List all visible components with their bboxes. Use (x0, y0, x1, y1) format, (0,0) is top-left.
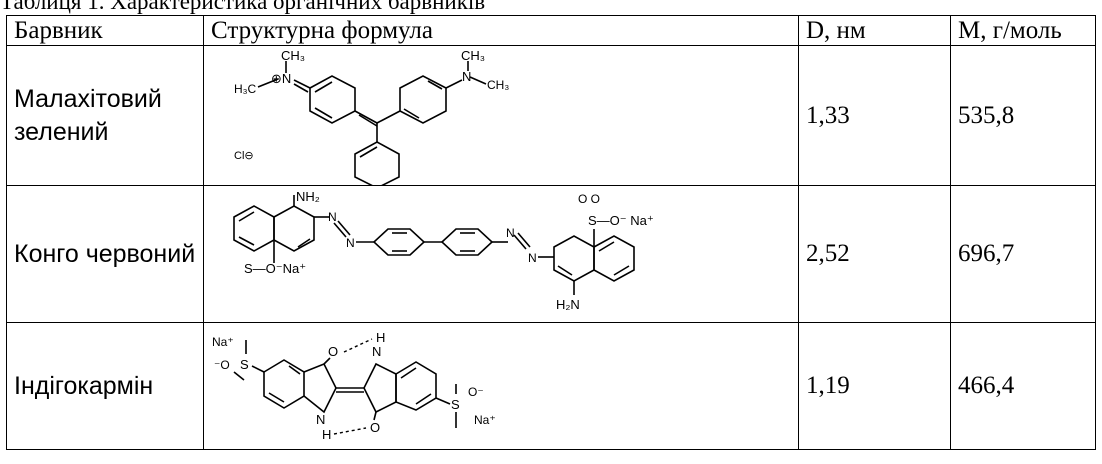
dye-diameter: 1,33 (798, 45, 951, 186)
formula-label: H₃C (234, 82, 257, 96)
formula-label: CH₃ (461, 48, 485, 63)
table-row: Індігокармін Na⁺ ⁻O S O N H (6, 322, 1096, 450)
formula-label: O⁻ (468, 385, 484, 399)
formula-label: N (346, 236, 355, 250)
header-dye: Барвник (6, 15, 204, 46)
formula-label: ⁻O (214, 358, 230, 372)
dye-molar-mass: 696,7 (950, 185, 1096, 323)
congo-red-structure: NH₂ S—O⁻Na⁺ N N (233, 189, 654, 312)
formula-label: N (316, 412, 325, 427)
formula-label: Na⁺ (474, 413, 496, 427)
dye-diameter: 1,19 (798, 322, 951, 450)
dye-name: Малахітовий зелений (6, 45, 204, 186)
formula-label: ⊕N (271, 71, 291, 86)
formula-label: H (376, 330, 385, 345)
table-caption: Таблиця 1. Характеристика органічних бар… (0, 0, 486, 14)
formula-label: Cl⊖ (234, 150, 254, 162)
formula-label: O O (578, 192, 600, 206)
indigo-carmine-structure: Na⁺ ⁻O S O N H N (212, 330, 496, 442)
dye-molar-mass: 535,8 (950, 45, 1096, 186)
formula-label: O (370, 420, 380, 435)
formula-label: NH₂ (296, 189, 320, 204)
formula-label: H₂N (556, 297, 580, 312)
header-diameter: D, нм (798, 15, 951, 46)
structural-formula: CH₃ H₃C ⊕N CH₃ N CH₃ Cl⊖ (203, 45, 799, 186)
header-molar-mass: M, г/моль (950, 15, 1096, 46)
table-header-row: Барвник Структурна формула D, нм M, г/мо… (6, 15, 1096, 46)
malachite-green-structure: CH₃ H₃C ⊕N CH₃ N CH₃ Cl⊖ (234, 48, 509, 185)
formula-label: CH₃ (281, 48, 305, 63)
dye-name: Індігокармін (6, 322, 204, 450)
formula-label: S—O⁻ Na⁺ (588, 213, 654, 228)
formula-label: S (451, 397, 460, 412)
formula-label: N (506, 226, 515, 240)
dye-molar-mass: 466,4 (950, 322, 1096, 450)
formula-label: N (528, 251, 537, 265)
header-formula: Структурна формула (203, 15, 799, 46)
table-row: Малахітовий зелений (6, 45, 1096, 186)
formula-label: O (328, 344, 338, 359)
table-row: Конго червоний NH₂ S—O⁻Na⁺ N (6, 185, 1096, 323)
formula-label: N (328, 210, 337, 224)
dye-name: Конго червоний (6, 185, 204, 323)
formula-label: S—O⁻Na⁺ (244, 261, 306, 276)
dye-diameter: 2,52 (798, 185, 951, 323)
formula-label: Na⁺ (212, 335, 234, 349)
structural-formula: NH₂ S—O⁻Na⁺ N N (203, 185, 799, 323)
formula-label: N (372, 344, 381, 359)
formula-label: CH₃ (487, 78, 509, 92)
formula-label: S (240, 357, 249, 372)
dyes-table: Барвник Структурна формула D, нм M, г/мо… (6, 15, 1096, 450)
formula-label: H (322, 427, 331, 442)
structural-formula: Na⁺ ⁻O S O N H N (203, 322, 799, 450)
formula-label: N (462, 69, 471, 84)
